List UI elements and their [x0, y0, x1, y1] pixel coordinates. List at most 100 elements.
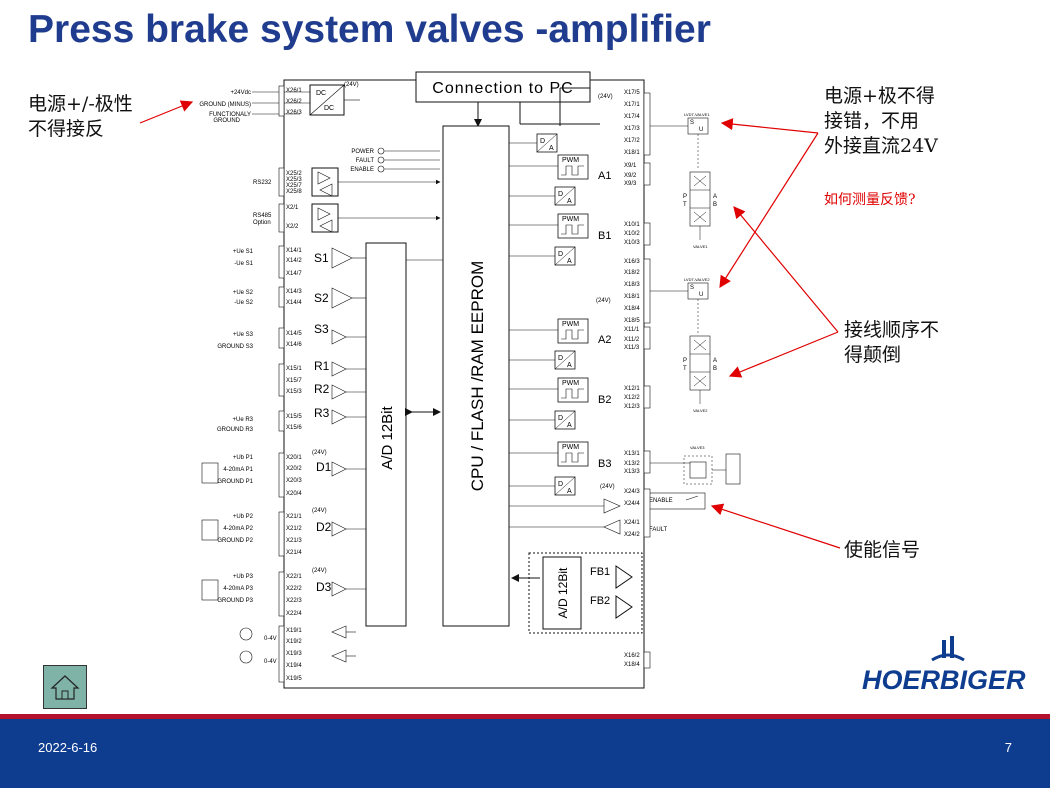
svg-text:X17/4: X17/4: [624, 114, 640, 120]
svg-text:X19/2: X19/2: [286, 639, 302, 645]
home-button[interactable]: [43, 665, 87, 709]
output-b2: PWM B2 D A X12/1 X12/2 X12/3: [509, 377, 640, 430]
svg-text:T: T: [683, 366, 687, 372]
svg-text:+Ue S1: +Ue S1: [233, 249, 254, 255]
ad-small-label: A/D 12Bit: [556, 567, 570, 618]
svg-text:D: D: [558, 251, 563, 258]
svg-text:B: B: [713, 366, 717, 372]
enable-fault-section: (24V) X24/3 X24/4 ENABLE X24/1 X24/2 FAU…: [509, 484, 706, 538]
svg-text:DC: DC: [324, 105, 334, 112]
lvdt-valve1: LVDT-VALVE1 S U: [648, 112, 710, 170]
svg-text:B1: B1: [598, 230, 611, 242]
svg-text:X9/1: X9/1: [624, 163, 637, 169]
svg-text:X21/4: X21/4: [286, 550, 302, 556]
svg-text:X12/2: X12/2: [624, 395, 640, 401]
svg-text:R3: R3: [314, 406, 330, 420]
output-b1: PWM B1 D A X10/1 X10/2 X10/3: [509, 213, 640, 266]
output-a1: PWM A1 D A X9/1 X9/2 X9/3: [509, 154, 637, 206]
svg-text:X12/1: X12/1: [624, 386, 640, 392]
svg-text:PWM: PWM: [562, 321, 579, 328]
svg-text:X10/2: X10/2: [624, 231, 640, 237]
svg-text:DC: DC: [316, 90, 326, 97]
svg-text:X19/1: X19/1: [286, 628, 302, 634]
svg-text:D: D: [540, 138, 545, 145]
power-fgnd-label1: FUNCTIONALY: [209, 112, 251, 118]
svg-text:X18/5: X18/5: [624, 318, 640, 324]
power-gnd-label: GROUND (MINUS): [199, 102, 251, 108]
svg-text:X16/2: X16/2: [624, 653, 640, 659]
svg-text:X13/3: X13/3: [624, 469, 640, 475]
svg-text:(24V): (24V): [312, 450, 327, 456]
svg-text:X14/6: X14/6: [286, 342, 302, 348]
svg-text:(24V): (24V): [312, 568, 327, 574]
svg-text:X24/4: X24/4: [624, 501, 640, 507]
svg-text:A: A: [567, 198, 572, 205]
svg-text:A: A: [567, 258, 572, 265]
valve3: VALVE3: [648, 445, 741, 485]
cpu-label: CPU / FLASH /RAM EEPROM: [468, 261, 487, 491]
svg-text:X20/3: X20/3: [286, 478, 302, 484]
svg-text:R2: R2: [314, 382, 330, 396]
svg-text:A: A: [713, 358, 717, 364]
svg-text:X14/2: X14/2: [286, 258, 302, 264]
hoerbiger-logo: HOERBIGER: [862, 636, 1032, 696]
svg-text:X24/3: X24/3: [624, 489, 640, 495]
svg-text:(24V): (24V): [600, 484, 615, 490]
svg-text:X20/2: X20/2: [286, 466, 302, 472]
sensor-r1: X15/1 R1: [286, 359, 366, 377]
svg-text:X25/2: X25/2: [286, 171, 302, 177]
svg-text:X10/3: X10/3: [624, 240, 640, 246]
svg-text:D: D: [558, 191, 563, 198]
svg-text:X25/3: X25/3: [286, 177, 302, 183]
svg-text:X20/4: X20/4: [286, 491, 302, 497]
svg-text:+Ub P1: +Ub P1: [233, 455, 254, 461]
ad-converter-block: [365, 242, 407, 627]
svg-text:P: P: [683, 358, 687, 364]
svg-text:X19/5: X19/5: [286, 676, 302, 682]
svg-text:D2: D2: [316, 520, 332, 534]
svg-text:X17/5: X17/5: [624, 90, 640, 96]
svg-text:X12/3: X12/3: [624, 404, 640, 410]
svg-text:X24/1: X24/1: [624, 520, 640, 526]
svg-text:GROUND R3: GROUND R3: [217, 427, 254, 433]
svg-text:X21/2: X21/2: [286, 526, 302, 532]
svg-text:X18/4: X18/4: [624, 306, 640, 312]
svg-text:X11/1: X11/1: [624, 327, 640, 333]
svg-text:X18/2: X18/2: [624, 270, 640, 276]
svg-text:X13/2: X13/2: [624, 461, 640, 467]
svg-text:VALVE1: VALVE1: [693, 244, 708, 249]
svg-text:X2/2: X2/2: [286, 224, 299, 230]
sensor-r2: X15/7 X15/3 R2: [286, 378, 366, 400]
svg-text:X19/3: X19/3: [286, 651, 302, 657]
rs232-transceiver: [311, 167, 339, 197]
svg-text:-Ue S2: -Ue S2: [234, 300, 253, 306]
slide-title: Press brake system valves -amplifier: [28, 8, 711, 51]
pc-connection-box: [415, 71, 591, 103]
svg-text:X13/1: X13/1: [624, 451, 640, 457]
svg-text:D3: D3: [316, 580, 332, 594]
svg-text:PWM: PWM: [562, 157, 579, 164]
svg-text:X25/8: X25/8: [286, 189, 302, 195]
svg-text:X20/1: X20/1: [286, 455, 302, 461]
svg-text:-Ue S1: -Ue S1: [234, 261, 253, 267]
footer-bar: [0, 714, 1050, 788]
svg-text:X15/3: X15/3: [286, 389, 302, 395]
svg-text:A1: A1: [598, 170, 611, 182]
footer-accent-line: [0, 714, 1050, 719]
annotation-arrows: [139, 100, 841, 549]
lvdt2-terminals: X16/3 X18/2 X18/3 X18/1 X18/4 X18/5 (24V…: [596, 259, 640, 324]
svg-text:T: T: [683, 202, 687, 208]
sensor-d3: +Ub P3 4-20mA P3 GROUND P3 X22/1 X22/2 X…: [201, 568, 366, 617]
status-leds: POWER FAULT ENABLE: [350, 147, 440, 173]
logo-text: HOERBIGER: [862, 665, 1026, 695]
svg-text:X2/1: X2/1: [286, 205, 299, 211]
svg-text:+Ue S3: +Ue S3: [233, 332, 254, 338]
svg-text:A2: A2: [598, 334, 611, 346]
svg-text:D: D: [558, 481, 563, 488]
svg-text:GROUND P2: GROUND P2: [217, 538, 253, 544]
svg-text:(24V): (24V): [344, 82, 359, 88]
svg-text:X14/3: X14/3: [286, 289, 302, 295]
svg-text:X17/3: X17/3: [624, 126, 640, 132]
svg-text:(24V): (24V): [312, 508, 327, 514]
led-fault-label: FAULT: [356, 158, 375, 164]
